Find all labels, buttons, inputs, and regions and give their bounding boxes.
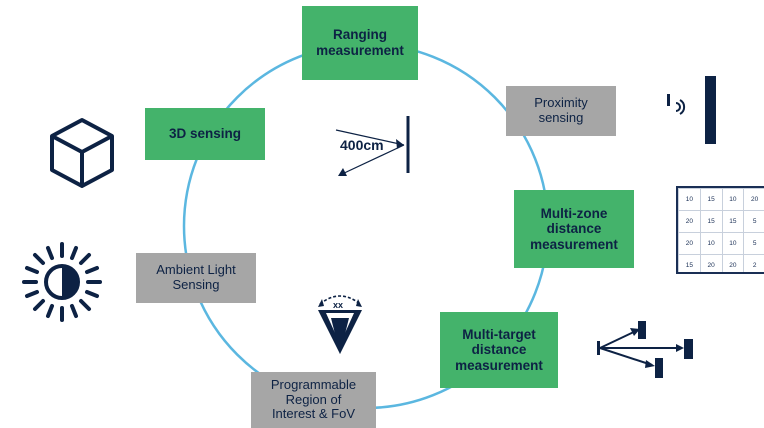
zone-cell: 10: [721, 188, 745, 211]
zone-cell: 20: [678, 210, 701, 233]
zone-grid-row: 15 20 20 2: [678, 254, 764, 272]
zone-cell: 15: [699, 188, 723, 211]
node-multizone: Multi-zone distance measurement: [514, 190, 634, 268]
zone-cell: 15: [678, 254, 701, 272]
node-roi: Programmable Region of Interest & FoV: [251, 372, 376, 428]
zone-cell: 5: [743, 232, 764, 255]
zone-cell: 2: [743, 254, 764, 272]
zone-cell: 20: [678, 232, 701, 255]
zone-cell: 20: [743, 188, 764, 211]
zone-grid-row: 10 15 10 20: [678, 188, 764, 211]
node-3d-sensing: 3D sensing: [145, 108, 265, 160]
range-label: 400cm: [340, 137, 384, 153]
zone-grid-row: 20 10 10 5: [678, 232, 764, 255]
zone-grid-icon: 10 15 10 20 20 15 15 5 20 10 10 5 15 20 …: [676, 186, 764, 274]
zone-cell: 5: [743, 210, 764, 233]
fov-icon: [318, 295, 362, 354]
zone-cell: 10: [678, 188, 701, 211]
zone-cell: 20: [721, 254, 745, 272]
zone-cell: 15: [721, 210, 745, 233]
node-ranging: Ranging measurement: [302, 6, 418, 80]
cube-icon: [50, 118, 114, 188]
node-proximity: Proximity sensing: [506, 86, 616, 136]
node-multitarget: Multi-target distance measurement: [440, 312, 558, 388]
proximity-icon: [667, 76, 716, 144]
zone-cell: 15: [699, 210, 723, 233]
zone-cell: 10: [699, 232, 723, 255]
roi-label: xx: [333, 300, 344, 310]
zone-cell: 10: [721, 232, 745, 255]
multi-target-icon: [597, 321, 693, 378]
zone-grid-row: 20 15 15 5: [678, 210, 764, 233]
sun-icon: [22, 242, 102, 322]
node-ambient: Ambient Light Sensing: [136, 253, 256, 303]
range-icon: [335, 116, 410, 176]
zone-cell: 20: [699, 254, 723, 272]
